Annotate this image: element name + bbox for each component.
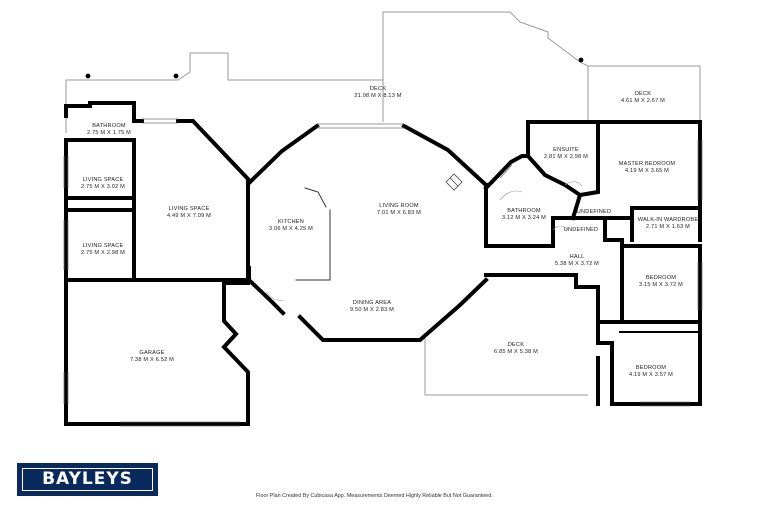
room-label-undefined-1: UNDEFINED <box>576 209 612 215</box>
logo-frame <box>22 468 153 491</box>
doors <box>265 181 583 301</box>
windows <box>63 118 703 427</box>
deck-outline <box>65 11 701 396</box>
fireplace-symbol <box>445 173 463 191</box>
logo-text: BAYLEYS <box>42 469 133 489</box>
footer-credit: Floor Plan Created By Cubicasa App. Meas… <box>256 493 493 499</box>
walls <box>64 101 702 426</box>
room-label-undefined-2: UNDEFINED <box>563 227 599 233</box>
bayleys-logo: BAYLEYS <box>17 463 158 496</box>
deck-posts <box>85 57 584 79</box>
